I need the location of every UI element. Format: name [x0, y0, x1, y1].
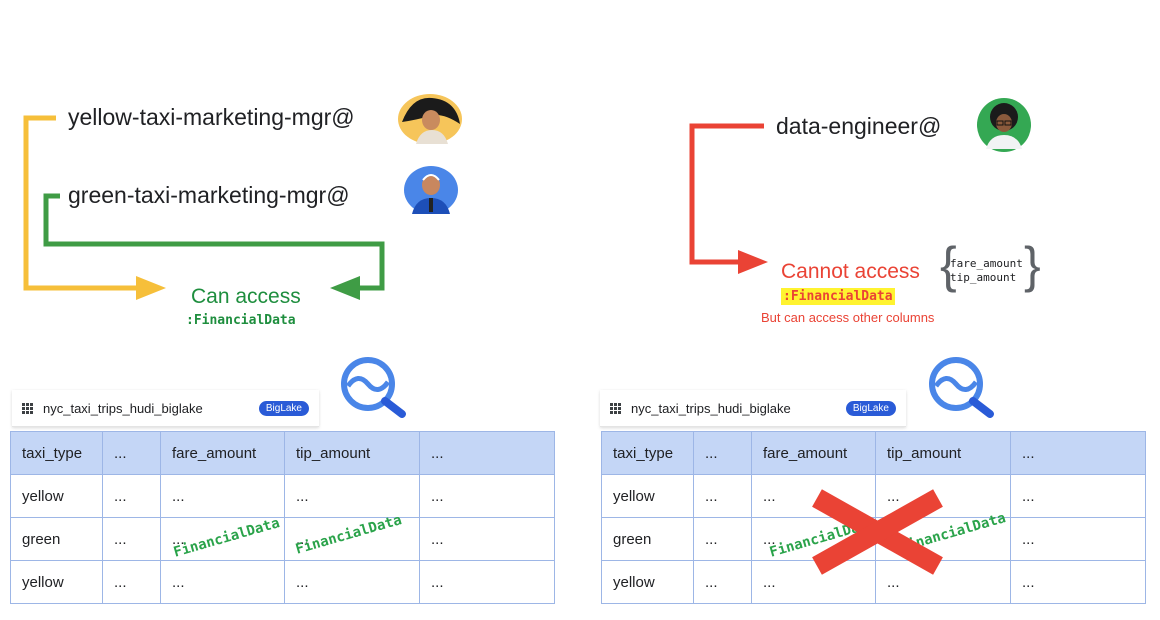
- table-cell: ...: [160, 474, 285, 518]
- table-row: green ... ... ... ...: [10, 517, 555, 561]
- table-cell: yellow: [601, 474, 694, 518]
- table-header-row: taxi_type ... fare_amount tip_amount ...: [601, 431, 1146, 475]
- table-cell: ...: [160, 560, 285, 604]
- table-cell: ...: [751, 560, 876, 604]
- denied-cross-icon: [812, 489, 943, 575]
- table-row: yellow ... ... ... ...: [10, 474, 555, 518]
- principal-yellow-mgr: yellow-taxi-marketing-mgr@: [68, 104, 355, 130]
- left-brace: {: [940, 237, 957, 293]
- table-cell: ...: [1010, 560, 1146, 604]
- cannot-access-title: Cannot access: [781, 260, 920, 283]
- avatar-woman-icon: [398, 94, 462, 144]
- table-cell: ...: [102, 474, 161, 518]
- column-header: taxi_type: [601, 431, 694, 475]
- table-header-row: taxi_type ... fare_amount tip_amount ...: [10, 431, 555, 475]
- column-header: fare_amount: [751, 431, 876, 475]
- table-cell: ...: [102, 560, 161, 604]
- right-brace: }: [1024, 237, 1041, 293]
- cannot-access-tag: :FinancialData: [781, 288, 895, 305]
- green-arrowhead: [330, 276, 360, 300]
- biglake-badge: BigLake: [845, 400, 896, 416]
- green-connector: [43, 193, 385, 291]
- table-name: nyc_taxi_trips_hudi_biglake: [43, 400, 203, 416]
- red-connector: [689, 123, 764, 265]
- column-header: tip_amount: [875, 431, 1011, 475]
- table-row: yellow ... ... ... ...: [10, 560, 555, 604]
- avatar-man-icon: [404, 166, 458, 214]
- table-row: yellow ... ... ... ...: [601, 560, 1146, 604]
- table-cell: ...: [1010, 474, 1146, 518]
- table-cell: green: [601, 517, 694, 561]
- red-arrowhead: [738, 250, 768, 274]
- table-cell: yellow: [10, 560, 103, 604]
- bigquery-icon: [929, 357, 994, 418]
- biglake-badge: BigLake: [258, 400, 309, 416]
- table-cell: ...: [1010, 517, 1146, 561]
- bigquery-icon: [341, 357, 406, 418]
- table-cell: ...: [419, 517, 555, 561]
- yellow-connector: [23, 115, 150, 291]
- principal-data-engineer: data-engineer@: [776, 113, 942, 139]
- table-cell: ...: [284, 517, 420, 561]
- data-table-left: taxi_type ... fare_amount tip_amount ...…: [10, 431, 555, 604]
- data-table-right: taxi_type ... fare_amount tip_amount ...…: [601, 431, 1146, 604]
- table-cell: ...: [284, 474, 420, 518]
- table-cell: yellow: [10, 474, 103, 518]
- table-cell: ...: [419, 474, 555, 518]
- table-name: nyc_taxi_trips_hudi_biglake: [631, 400, 791, 416]
- column-header: ...: [693, 431, 752, 475]
- restricted-column-fare: fare_amount: [950, 257, 1023, 270]
- table-cell: ...: [160, 517, 285, 561]
- table-grid-icon: [610, 402, 621, 414]
- table-cell: ...: [419, 560, 555, 604]
- column-header: fare_amount: [160, 431, 285, 475]
- table-cell: ...: [693, 474, 752, 518]
- yellow-arrowhead: [136, 276, 166, 300]
- restricted-column-tip: tip_amount: [950, 271, 1017, 284]
- table-grid-icon: [22, 402, 33, 414]
- can-access-title: Can access: [191, 285, 301, 308]
- can-access-tag: :FinancialData: [186, 313, 296, 328]
- table-cell: yellow: [601, 560, 694, 604]
- other-columns-note: But can access other columns: [761, 310, 935, 325]
- table-cell: green: [10, 517, 103, 561]
- principal-green-mgr: green-taxi-marketing-mgr@: [68, 182, 350, 208]
- table-cell: ...: [693, 517, 752, 561]
- table-title-bar-left[interactable]: nyc_taxi_trips_hudi_biglake BigLake: [12, 390, 319, 427]
- table-cell: ...: [693, 560, 752, 604]
- table-cell: ...: [102, 517, 161, 561]
- column-header: ...: [1010, 431, 1146, 475]
- column-header: taxi_type: [10, 431, 103, 475]
- table-cell: ...: [284, 560, 420, 604]
- column-header: tip_amount: [284, 431, 420, 475]
- table-title-bar-right[interactable]: nyc_taxi_trips_hudi_biglake BigLake: [600, 390, 906, 427]
- column-header: ...: [102, 431, 161, 475]
- avatar-engineer-icon: [977, 98, 1031, 152]
- column-header: ...: [419, 431, 555, 475]
